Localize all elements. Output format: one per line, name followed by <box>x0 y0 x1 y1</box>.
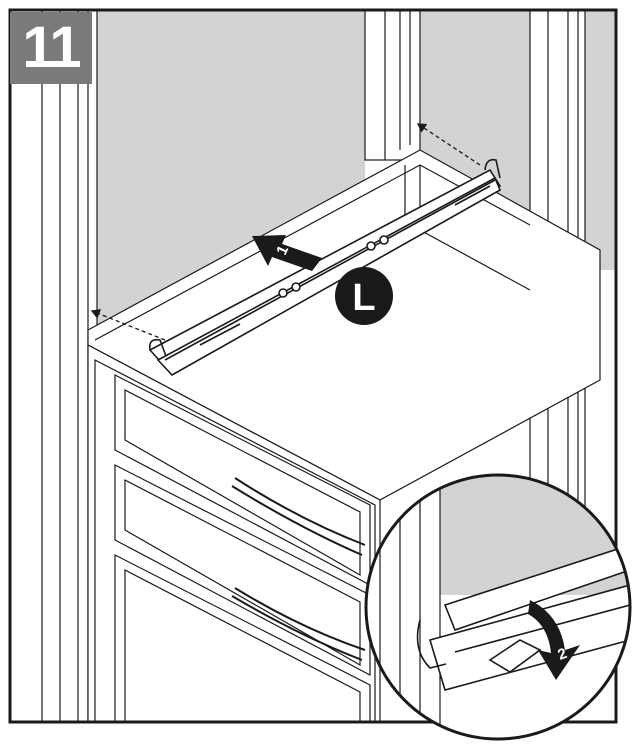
push-arrow-icon <box>252 235 322 271</box>
rail-label-badge <box>335 267 393 325</box>
cabinet-scene: 1 L <box>10 10 616 722</box>
dashed-arrow-icon <box>90 309 166 341</box>
rail-label: L <box>352 277 375 319</box>
cabinet-front <box>87 344 381 722</box>
step-number-badge: 11 <box>10 12 92 84</box>
rail <box>148 158 502 377</box>
center-post <box>364 10 421 161</box>
dashed-arrow-icon <box>416 123 481 166</box>
rotate-arrow-icon <box>528 600 580 680</box>
panel-frame <box>8 8 618 724</box>
detail-zoom: 2 <box>364 473 632 741</box>
